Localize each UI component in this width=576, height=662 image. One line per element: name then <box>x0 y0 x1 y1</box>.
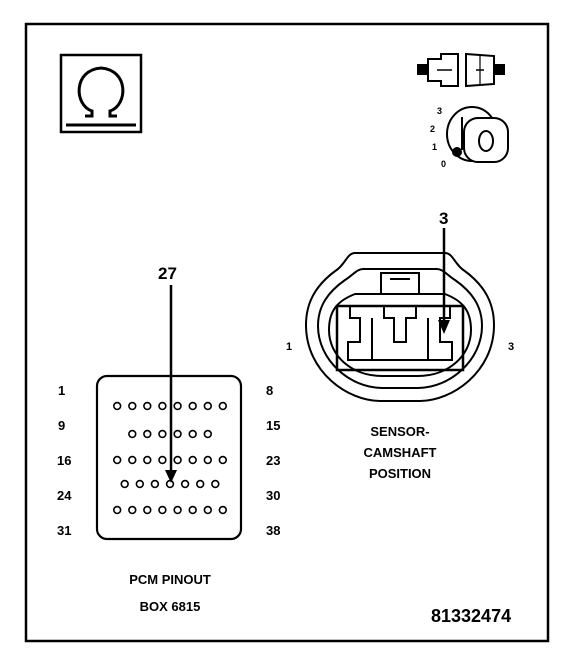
pcm-pin <box>188 429 197 439</box>
pcm-pin-label-1: 1 <box>58 383 66 398</box>
outer-frame <box>24 22 550 643</box>
pcm-pin-label-31: 31 <box>57 523 72 538</box>
ohm-icon <box>59 53 143 134</box>
sensor-caption-line3: POSITION <box>368 466 432 481</box>
pcm-pin <box>143 429 152 439</box>
pcm-pin-label-38: 38 <box>266 523 281 538</box>
ignition-position-3: 3 <box>437 106 443 116</box>
sensor-pin-label-1: 1 <box>286 341 293 353</box>
pcm-caption-line2: BOX 6815 <box>139 599 201 614</box>
pcm-pin-label-23: 23 <box>266 453 281 468</box>
pcm-pin <box>135 479 145 489</box>
pcm-pin <box>128 401 137 411</box>
pcm-pin <box>112 505 122 515</box>
pcm-pin <box>218 401 228 411</box>
pcm-pin <box>158 505 167 515</box>
pcm-pin <box>143 505 152 515</box>
pcm-pin <box>180 479 190 489</box>
figure-number: 81332474 <box>431 606 512 626</box>
pcm-pin <box>203 401 213 411</box>
pcm-caption-line1: PCM PINOUT <box>129 572 211 587</box>
pcm-pin <box>150 479 160 489</box>
pcm-pin-label-30: 30 <box>266 488 281 503</box>
pcm-pin <box>128 429 137 439</box>
pcm-pin <box>143 455 152 465</box>
ignition-position-2: 2 <box>430 124 436 134</box>
pcm-pin <box>188 455 197 465</box>
pcm-pin <box>218 505 228 515</box>
sensor-caption-line1: SENSOR- <box>370 424 430 439</box>
pcm-pin <box>188 401 197 411</box>
sensor-pin-label-3: 3 <box>508 341 515 353</box>
pcm-pin <box>158 429 167 439</box>
pcm-pin-label-8: 8 <box>266 383 274 398</box>
pcm-pin <box>211 479 220 489</box>
pcm-pin <box>188 505 197 515</box>
ignition-key-icon <box>446 106 509 163</box>
pcm-pin-label-16: 16 <box>57 453 72 468</box>
pcm-pin <box>128 505 137 515</box>
pcm-pin <box>112 401 122 411</box>
pcm-pin-label-24: 24 <box>57 488 72 503</box>
pcm-pin <box>128 455 137 465</box>
pcm-pin <box>143 401 152 411</box>
pcm-pin <box>203 455 213 465</box>
pcm-pin <box>120 479 129 489</box>
pcm-pin-grid <box>112 401 228 515</box>
sensor-callout-arrow <box>438 228 450 334</box>
pcm-pin <box>158 455 167 465</box>
pcm-pin <box>196 479 205 489</box>
connector-disconnected-icon <box>417 52 505 88</box>
sensor-callout-label: 3 <box>439 209 449 228</box>
pcm-pin-label-9: 9 <box>58 418 66 433</box>
pcm-pin-label-15: 15 <box>266 418 281 433</box>
pcm-pin <box>173 505 182 515</box>
pcm-callout-label: 27 <box>158 264 177 283</box>
pcm-connector-box <box>95 374 243 541</box>
pcm-pin <box>218 455 228 465</box>
ignition-position-0: 0 <box>441 159 447 169</box>
pcm-pin <box>173 401 182 411</box>
pcm-pin <box>173 429 182 439</box>
pcm-pin <box>203 505 213 515</box>
pcm-pin <box>112 455 122 465</box>
pcm-pin <box>165 479 175 489</box>
pcm-callout-arrow <box>165 285 177 483</box>
pcm-pin <box>158 401 167 411</box>
pcm-pin <box>173 455 182 465</box>
sensor-connector <box>304 252 496 402</box>
ignition-position-1: 1 <box>432 142 438 152</box>
pcm-pin <box>203 429 213 439</box>
sensor-caption-line2: CAMSHAFT <box>363 445 437 460</box>
